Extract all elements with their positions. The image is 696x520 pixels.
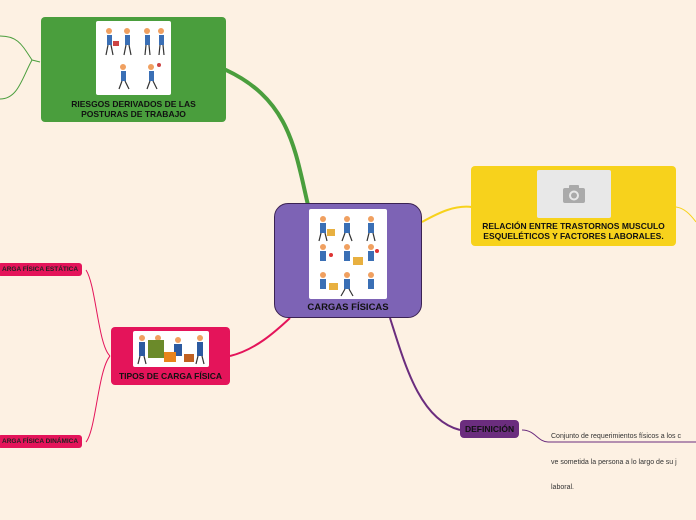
workers-grid-icon <box>318 216 379 297</box>
definicion-line-1: Conjunto de requerimientos físicos a los… <box>551 433 681 440</box>
branch-estatica <box>85 269 111 357</box>
branch-definicion <box>389 317 461 431</box>
subtopic-dinamica[interactable]: ARGA FÍSICA DINÁMICA <box>0 435 83 448</box>
image-placeholder <box>536 170 611 218</box>
definicion-line-2: ve sometida la persona a lo largo de su … <box>551 458 677 466</box>
posture-illustration <box>96 21 171 95</box>
riesgos-subbranch-stem <box>31 59 41 63</box>
tipos-title: TIPOS DE CARGA FÍSICA <box>118 371 223 381</box>
camera-placeholder-icon <box>562 185 585 203</box>
riesgos-title: RIESGOS DERIVADOS DE LAS POSTURAS DE TRA… <box>71 99 196 119</box>
workers-illustration-icon <box>136 335 205 365</box>
relacion-node[interactable]: RELACIÓN ENTRE TRASTORNOS MUSCULO ESQUEL… <box>471 166 676 246</box>
posture-illustration-icon <box>104 28 165 90</box>
cargas-illustration <box>309 209 387 299</box>
workers-illustration <box>132 331 209 367</box>
riesgos-subbranch-lines <box>0 35 33 100</box>
branch-riesgos <box>224 68 310 207</box>
branch-relacion <box>421 205 473 223</box>
relacion-subbranch <box>675 206 696 223</box>
definicion-line-3: laboral. <box>551 484 574 491</box>
subtopic-estatica[interactable]: ARGA FÍSICA ESTÁTICA <box>0 263 83 276</box>
definicion-underline <box>521 429 696 443</box>
relacion-title: RELACIÓN ENTRE TRASTORNOS MUSCULO ESQUEL… <box>482 221 665 241</box>
riesgos-node[interactable]: RIESGOS DERIVADOS DE LAS POSTURAS DE TRA… <box>41 17 226 122</box>
branch-tipos <box>229 317 291 357</box>
central-node[interactable]: CARGAS FÍSICAS <box>274 203 422 318</box>
definicion-node[interactable]: DEFINICIÓN <box>460 420 520 438</box>
definicion-text: Conjunto de requerimientos físicos a los… <box>551 416 696 501</box>
tipos-node[interactable]: TIPOS DE CARGA FÍSICA <box>111 327 230 385</box>
central-title: CARGAS FÍSICAS <box>307 302 389 313</box>
branch-dinamica <box>85 355 111 443</box>
